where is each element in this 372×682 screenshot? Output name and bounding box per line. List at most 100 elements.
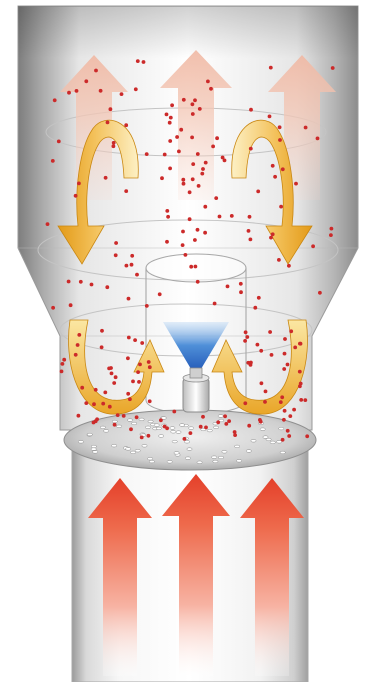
particle xyxy=(292,408,296,412)
particle xyxy=(249,238,253,242)
plate-hole xyxy=(266,438,271,441)
particle xyxy=(100,345,104,349)
particle xyxy=(170,103,174,107)
particle xyxy=(60,370,64,374)
particle xyxy=(288,414,292,418)
particle xyxy=(163,153,167,157)
particle xyxy=(159,418,163,422)
particle xyxy=(244,330,248,334)
particle xyxy=(223,159,227,163)
particle xyxy=(112,381,116,385)
particle xyxy=(69,303,73,307)
particle xyxy=(165,426,169,430)
particle xyxy=(77,182,81,186)
particle xyxy=(227,419,231,423)
particle xyxy=(110,372,114,376)
plate-hole xyxy=(237,460,242,463)
particle xyxy=(133,338,137,342)
particle xyxy=(145,152,149,156)
particle xyxy=(135,415,139,419)
particle xyxy=(125,264,129,268)
particle xyxy=(181,243,185,247)
plate-hole xyxy=(132,422,137,425)
particle xyxy=(269,66,273,70)
plate-hole xyxy=(156,427,161,430)
plate-hole xyxy=(246,450,251,453)
particle xyxy=(218,215,222,219)
particle xyxy=(165,209,169,213)
plate-hole xyxy=(172,440,177,443)
particle xyxy=(145,304,149,308)
particle xyxy=(188,217,192,221)
plate-hole xyxy=(91,445,96,448)
plate-hole xyxy=(154,424,159,427)
particle xyxy=(281,167,285,171)
particle xyxy=(137,380,141,384)
particle xyxy=(74,194,78,198)
particle xyxy=(239,282,243,286)
particle xyxy=(135,273,139,277)
plate-hole xyxy=(104,430,109,433)
particle xyxy=(114,241,118,245)
particle xyxy=(283,352,287,356)
particle xyxy=(278,138,282,142)
particle xyxy=(112,144,116,148)
particle xyxy=(142,60,146,64)
particle xyxy=(191,177,195,181)
particle xyxy=(116,413,120,417)
particle xyxy=(191,112,195,116)
particle xyxy=(113,423,117,427)
plate-hole xyxy=(279,427,284,430)
particle xyxy=(226,285,230,289)
particle xyxy=(213,302,217,306)
particle xyxy=(140,341,144,345)
plate-hole xyxy=(139,418,144,421)
particle xyxy=(51,159,55,163)
particle xyxy=(243,339,247,343)
particle xyxy=(249,361,253,365)
particle xyxy=(209,87,213,91)
particle xyxy=(271,164,275,168)
particle xyxy=(126,356,130,360)
particle xyxy=(126,392,130,396)
particle xyxy=(287,434,291,438)
particle xyxy=(147,434,151,438)
particle xyxy=(273,175,277,179)
particle xyxy=(293,346,297,350)
particle xyxy=(286,429,290,433)
plate-hole xyxy=(171,431,176,434)
plate-hole xyxy=(189,427,194,430)
plate-hole xyxy=(87,433,92,436)
particle xyxy=(259,349,263,353)
particle xyxy=(112,141,116,145)
plate-hole xyxy=(174,452,179,455)
particle xyxy=(215,136,219,140)
particle xyxy=(92,402,96,406)
particle xyxy=(175,135,179,139)
particle xyxy=(120,92,124,96)
plate-hole xyxy=(159,435,164,438)
particle xyxy=(287,264,291,268)
particle xyxy=(134,87,138,91)
plate-hole xyxy=(176,431,181,434)
particle xyxy=(214,196,218,200)
particle xyxy=(283,337,287,341)
particle xyxy=(184,253,188,257)
particle xyxy=(165,113,169,117)
particle xyxy=(79,280,83,284)
particle xyxy=(75,89,79,93)
particle xyxy=(160,176,164,180)
plate-hole xyxy=(212,456,217,459)
plate-hole xyxy=(78,441,83,444)
particle xyxy=(270,353,274,357)
particle xyxy=(279,205,283,209)
plate-hole xyxy=(148,420,153,423)
plate-hole xyxy=(251,440,256,443)
particle xyxy=(206,80,210,84)
particle xyxy=(200,172,204,176)
particle xyxy=(331,66,335,70)
plate-hole xyxy=(145,426,150,429)
plate-hole xyxy=(222,451,227,454)
particle xyxy=(196,228,200,232)
particle xyxy=(247,229,251,233)
